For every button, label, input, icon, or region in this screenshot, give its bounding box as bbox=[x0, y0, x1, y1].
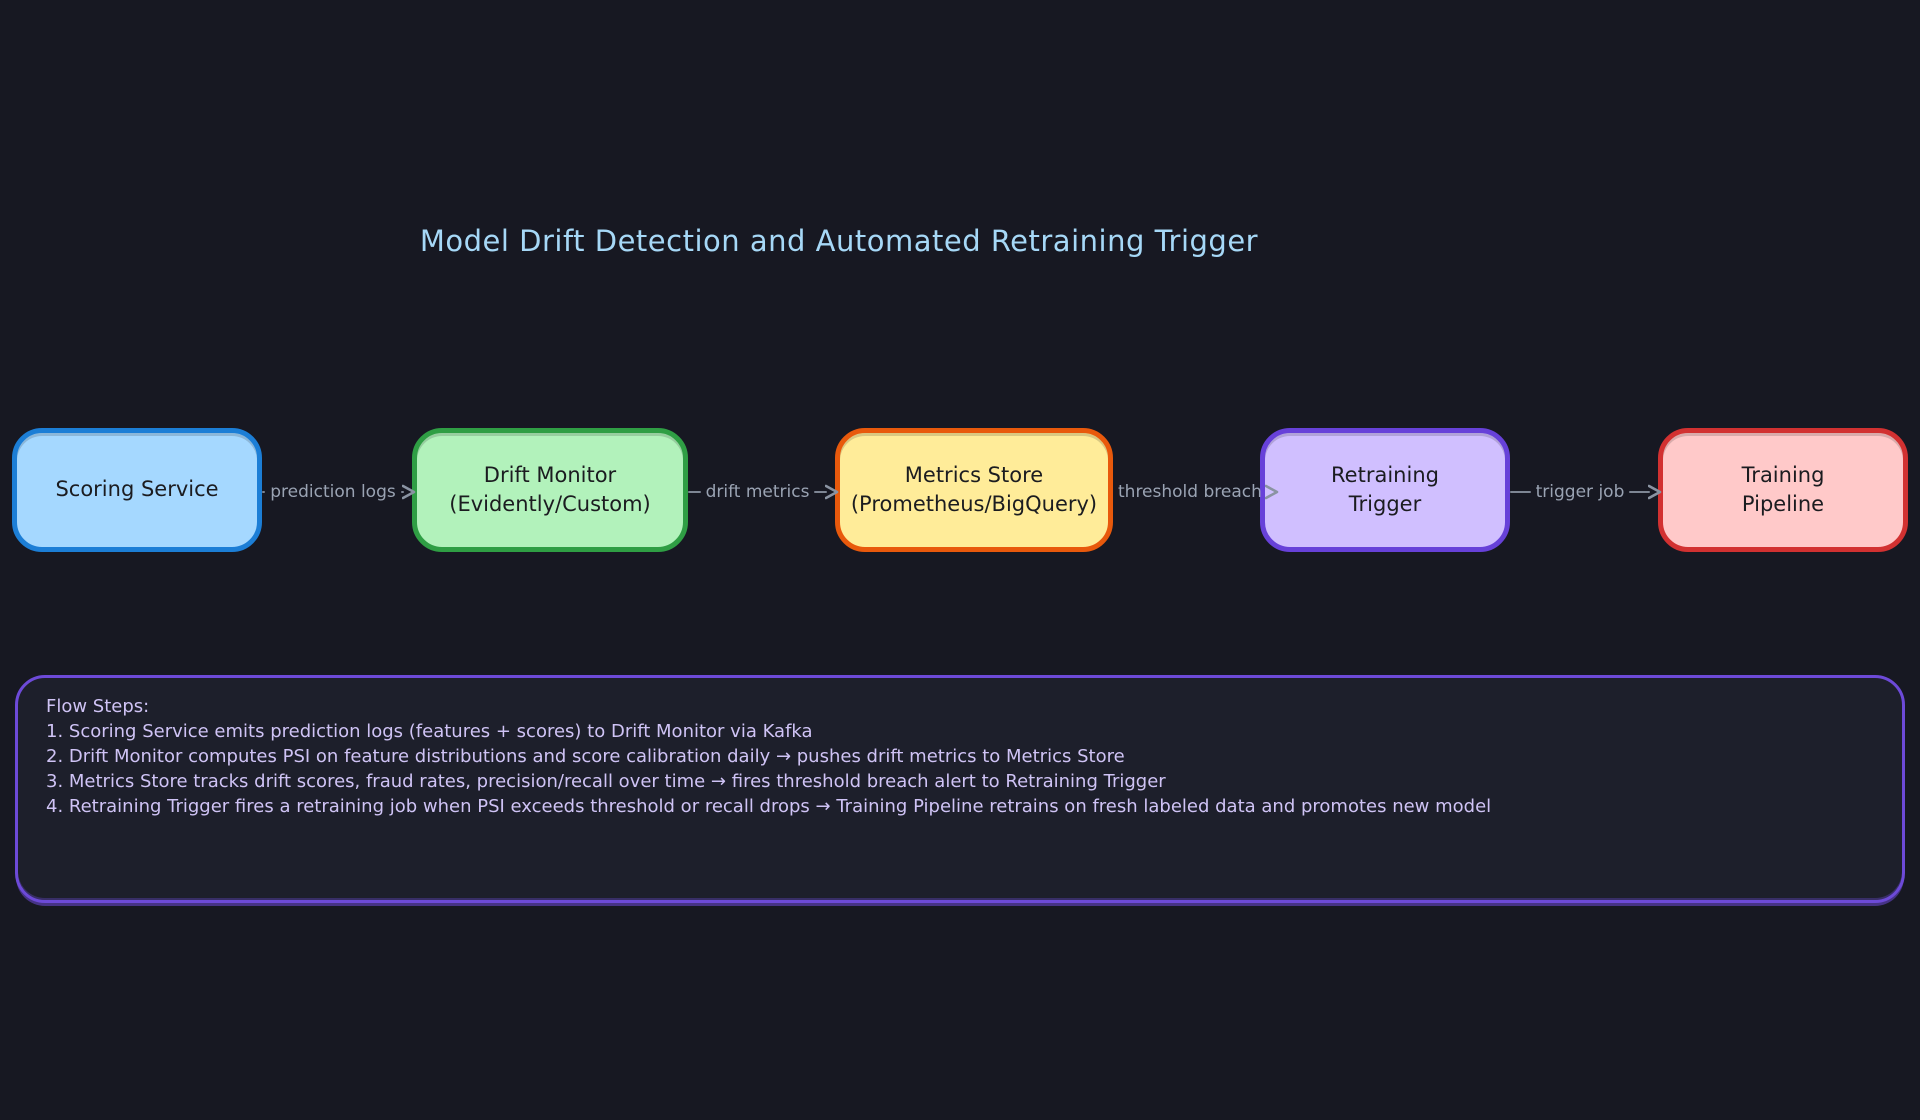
page-title: Model Drift Detection and Automated Retr… bbox=[419, 224, 1259, 258]
arrowhead-icon bbox=[1264, 484, 1279, 500]
node-training-pipeline: Training Pipeline bbox=[1658, 428, 1908, 552]
edge-line bbox=[1510, 491, 1531, 493]
edge-drift-metrics: drift metrics bbox=[688, 474, 839, 510]
node-drift-monitor: Drift Monitor (Evidently/Custom) bbox=[412, 428, 688, 552]
edge-trigger-job: trigger job bbox=[1510, 474, 1662, 510]
node-metrics-store: Metrics Store (Prometheus/BigQuery) bbox=[835, 428, 1113, 552]
flow-steps-panel: Flow Steps: 1. Scoring Service emits pre… bbox=[15, 675, 1905, 903]
edge-line bbox=[814, 491, 828, 493]
edge-line bbox=[688, 491, 701, 493]
flow-step-line: 1. Scoring Service emits prediction logs… bbox=[46, 721, 813, 742]
node-label: Retraining Trigger bbox=[1331, 462, 1439, 516]
edge-line bbox=[400, 491, 404, 493]
node-label: Metrics Store (Prometheus/BigQuery) bbox=[850, 462, 1098, 516]
flow-step-line: 4. Retraining Trigger fires a retraining… bbox=[46, 796, 1492, 817]
edge-prediction-logs: prediction logs bbox=[262, 474, 416, 510]
edge-threshold-breach: threshold breach bbox=[1113, 474, 1279, 510]
flow-steps-heading: Flow Steps: bbox=[46, 696, 150, 717]
node-label: Training Pipeline bbox=[1741, 462, 1825, 516]
arrowhead-icon bbox=[825, 484, 839, 500]
edge-label: drift metrics bbox=[705, 482, 810, 502]
node-label: Drift Monitor (Evidently/Custom) bbox=[449, 462, 651, 516]
arrowhead-icon bbox=[1648, 484, 1662, 500]
flow-step-line: 3. Metrics Store tracks drift scores, fr… bbox=[46, 771, 1166, 792]
edge-line bbox=[1629, 491, 1651, 493]
edge-line bbox=[262, 491, 266, 493]
edge-label: threshold breach bbox=[1118, 482, 1262, 502]
node-scoring-service: Scoring Service bbox=[12, 428, 262, 552]
arrowhead-icon bbox=[402, 484, 416, 500]
node-label: Scoring Service bbox=[55, 477, 219, 502]
node-retraining-trigger: Retraining Trigger bbox=[1260, 428, 1510, 552]
flow-step-line: 2. Drift Monitor computes PSI on feature… bbox=[46, 746, 1125, 767]
edge-label: prediction logs bbox=[270, 482, 396, 502]
edge-label: trigger job bbox=[1535, 482, 1625, 502]
